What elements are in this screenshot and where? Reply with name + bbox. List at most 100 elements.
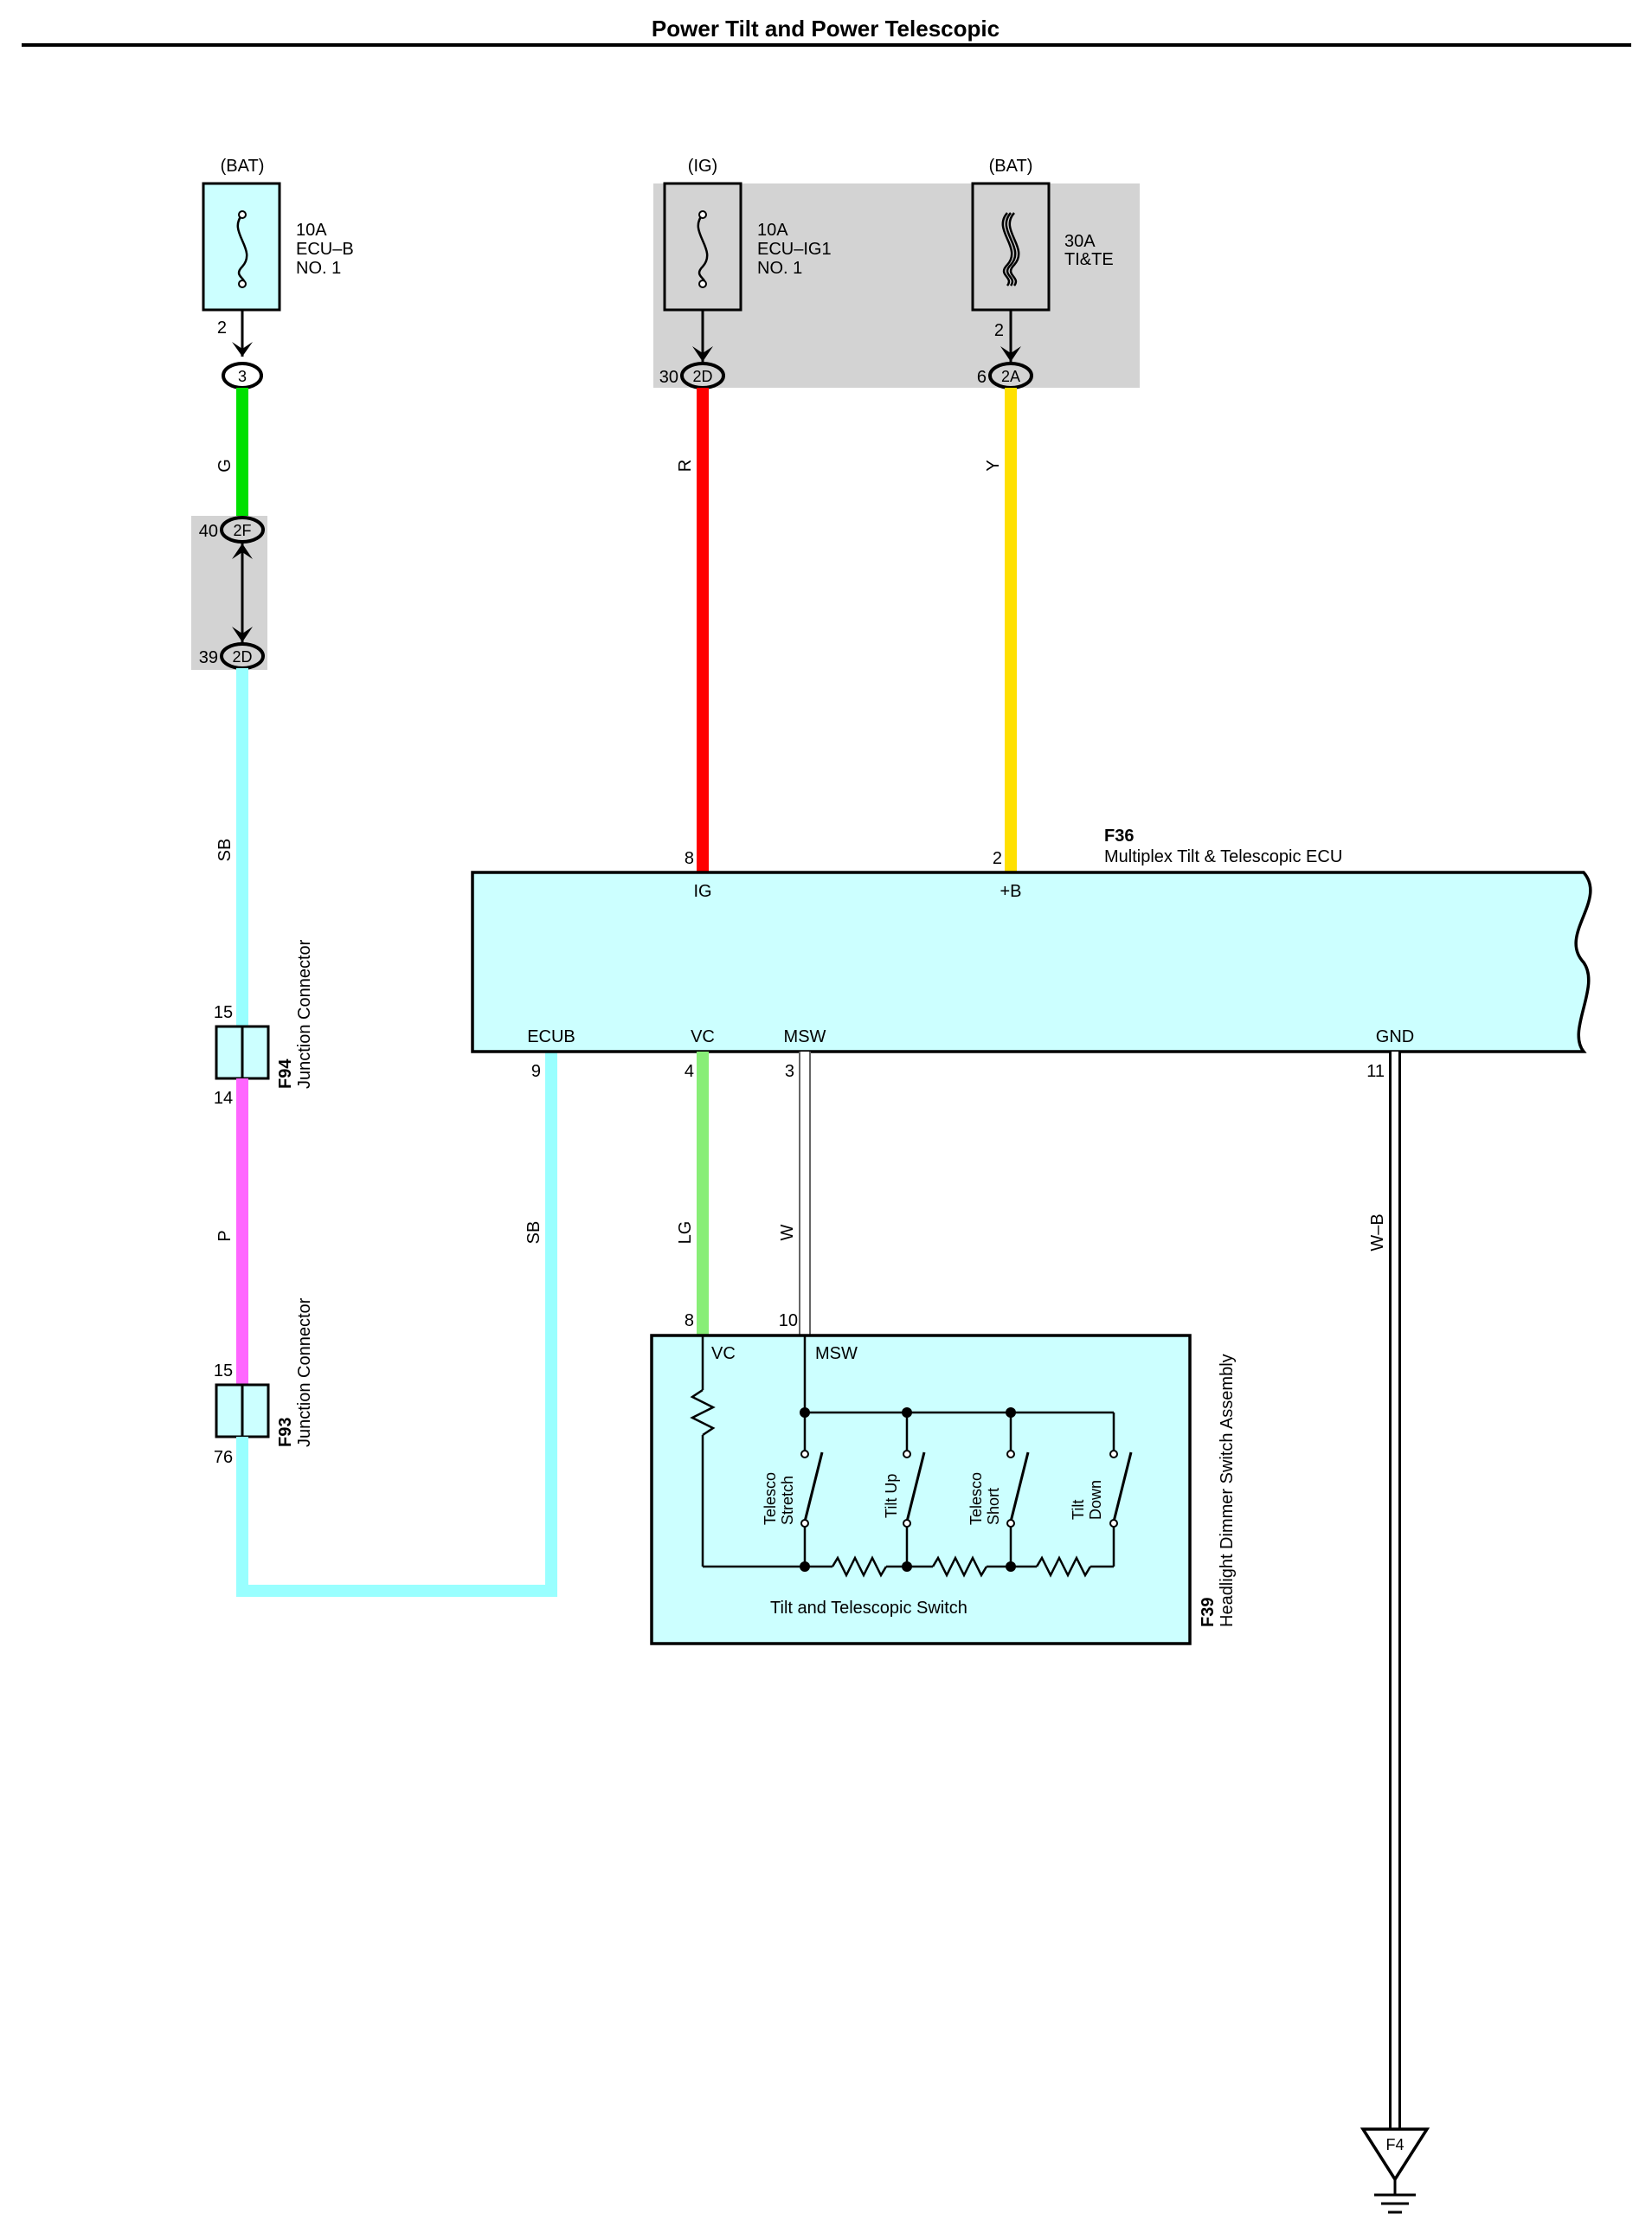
ecu-box <box>471 871 1592 1053</box>
arrow-up-icon <box>232 544 253 559</box>
wire-sb-lower <box>236 1052 557 1597</box>
arrow-down-icon <box>232 342 253 357</box>
ecu-terminal-label: GND <box>1376 1027 1414 1046</box>
junction-connector-f94: 15 14 F94 Junction Connector <box>214 939 314 1108</box>
fuse-name-label: TI&TE <box>1064 250 1114 269</box>
fuse-terminal <box>698 280 707 288</box>
switch-label: Short <box>985 1488 1002 1525</box>
switch-assembly-box <box>650 1334 1192 1645</box>
junction-connector-id: F94 <box>276 1059 295 1089</box>
switch-label: Tilt Up <box>883 1474 900 1518</box>
switch-label: Stretch <box>779 1476 796 1525</box>
arrow-down-icon <box>232 627 253 642</box>
switch-contact <box>903 1519 911 1528</box>
connector-label: 2D <box>232 648 252 666</box>
switch-label: Tilt <box>1070 1500 1087 1520</box>
page-title: Power Tilt and Power Telescopic <box>652 16 1000 42</box>
connector-label: 3 <box>238 368 247 385</box>
ecu-name: Multiplex Tilt & Telescopic ECU <box>1104 847 1342 866</box>
fuse-pin-number: 2 <box>994 321 1004 340</box>
junction-pin-number: 15 <box>214 1361 233 1380</box>
resistor-icon <box>931 1555 988 1578</box>
switch-contact <box>800 1519 809 1528</box>
terminal-label: VC <box>711 1344 736 1363</box>
wire-g-label: G <box>215 459 235 473</box>
switch-contact <box>800 1450 809 1458</box>
arrow-down-icon <box>1000 346 1021 362</box>
fuse-source-label: (BAT) <box>221 157 265 176</box>
wire-p-label: P <box>215 1230 235 1241</box>
ecu-pin-number: 4 <box>685 1062 694 1081</box>
fuse-amp-label: 10A <box>296 221 327 240</box>
switch-blade-icon <box>905 1451 926 1522</box>
fusible-link-icon <box>1001 212 1013 286</box>
junction-pin-number: 76 <box>214 1448 233 1467</box>
ecu-pin-number: 9 <box>531 1062 541 1081</box>
wire-lg-label: LG <box>676 1221 695 1245</box>
arrow-down-icon <box>692 346 713 362</box>
fuse-name-label: ECU–B <box>296 240 354 259</box>
wire-wb-label: W–B <box>1368 1213 1387 1251</box>
switch-contact <box>1109 1450 1118 1458</box>
junction-connector-id: F93 <box>276 1418 295 1447</box>
resistor-icon <box>1035 1555 1092 1578</box>
wire-sb-label: SB <box>215 839 235 862</box>
fuse-terminal <box>698 210 707 219</box>
ecu-terminal-label: VC <box>691 1027 715 1046</box>
fuse-block-shade <box>653 183 1140 388</box>
switch-label: Telesco <box>967 1472 985 1525</box>
junction-pin-number: 14 <box>214 1089 233 1108</box>
switch-assembly-inner-label: Tilt and Telescopic Switch <box>770 1599 967 1618</box>
ground-triangle <box>1360 2127 1430 2183</box>
terminal-label: MSW <box>815 1344 858 1363</box>
fuse-source-label: (IG) <box>688 157 717 176</box>
switch-contact <box>1109 1519 1118 1528</box>
resistor-icon <box>831 1555 888 1578</box>
fuse-name-label: NO. 1 <box>296 259 341 278</box>
fuse-pin-number: 2 <box>217 319 227 338</box>
fuse-terminal <box>238 280 247 288</box>
connector-label: 2D <box>692 368 712 385</box>
fuse-box <box>202 182 281 312</box>
fuse-amp-label: 10A <box>757 221 788 240</box>
ecu-terminal-label: MSW <box>784 1027 826 1046</box>
connector-pin-number: 6 <box>977 368 987 387</box>
connector-pin-number: 30 <box>659 368 678 387</box>
junction-connector-name: Junction Connector <box>295 1297 314 1447</box>
wire-w-label: W <box>778 1224 797 1240</box>
switch-assembly-id: F39 <box>1199 1598 1218 1627</box>
switch-label: Telesco <box>762 1472 779 1525</box>
connector-label: 2F <box>233 522 251 539</box>
fuse-tite: (BAT) 30A TI&TE 2 6 2A <box>971 157 1114 389</box>
junction-connector-name: Junction Connector <box>295 939 314 1089</box>
pin-number: 8 <box>685 1311 694 1330</box>
switch-assembly-name: Headlight Dimmer Switch Assembly <box>1218 1354 1237 1627</box>
ecu-pin-number: 3 <box>785 1062 794 1081</box>
ecu-pin-number: 8 <box>685 849 694 868</box>
wire-y-label: Y <box>984 460 1003 471</box>
ecu-terminal-label: IG <box>693 882 711 901</box>
ecu-id: F36 <box>1104 827 1134 846</box>
connector-label: 2A <box>1001 368 1020 385</box>
fusible-link-icon <box>1008 212 1020 286</box>
fuse-terminal <box>238 210 247 219</box>
ecu-pin-number: 2 <box>993 849 1002 868</box>
fuse-element-icon <box>697 214 709 285</box>
wire-r-label: R <box>676 460 695 472</box>
switch-blade-icon <box>803 1451 824 1522</box>
switch-blade-icon <box>1009 1451 1030 1522</box>
switch-contact <box>903 1450 911 1458</box>
fuse-element-icon <box>236 214 248 285</box>
ecu-f36: F36 Multiplex Tilt & Telescopic ECU 8 IG… <box>471 827 1592 1081</box>
resistor-icon <box>690 1388 716 1437</box>
wire-sb-label: SB <box>524 1221 543 1245</box>
switch-contact <box>1006 1450 1015 1458</box>
fuse-name-label: NO. 1 <box>757 259 802 278</box>
ecu-pin-number: 11 <box>1366 1062 1385 1081</box>
junction-pin-number: 39 <box>199 648 218 667</box>
junction-pin-number: 40 <box>199 522 218 541</box>
fuse-ecu-ig1: (IG) 10A ECU–IG1 NO. 1 30 2D <box>659 157 832 389</box>
switch-blade-icon <box>1112 1451 1133 1522</box>
fuse-amp-label: 30A <box>1064 232 1096 251</box>
junction-connector-f93: 15 76 F93 Junction Connector <box>214 1297 314 1467</box>
